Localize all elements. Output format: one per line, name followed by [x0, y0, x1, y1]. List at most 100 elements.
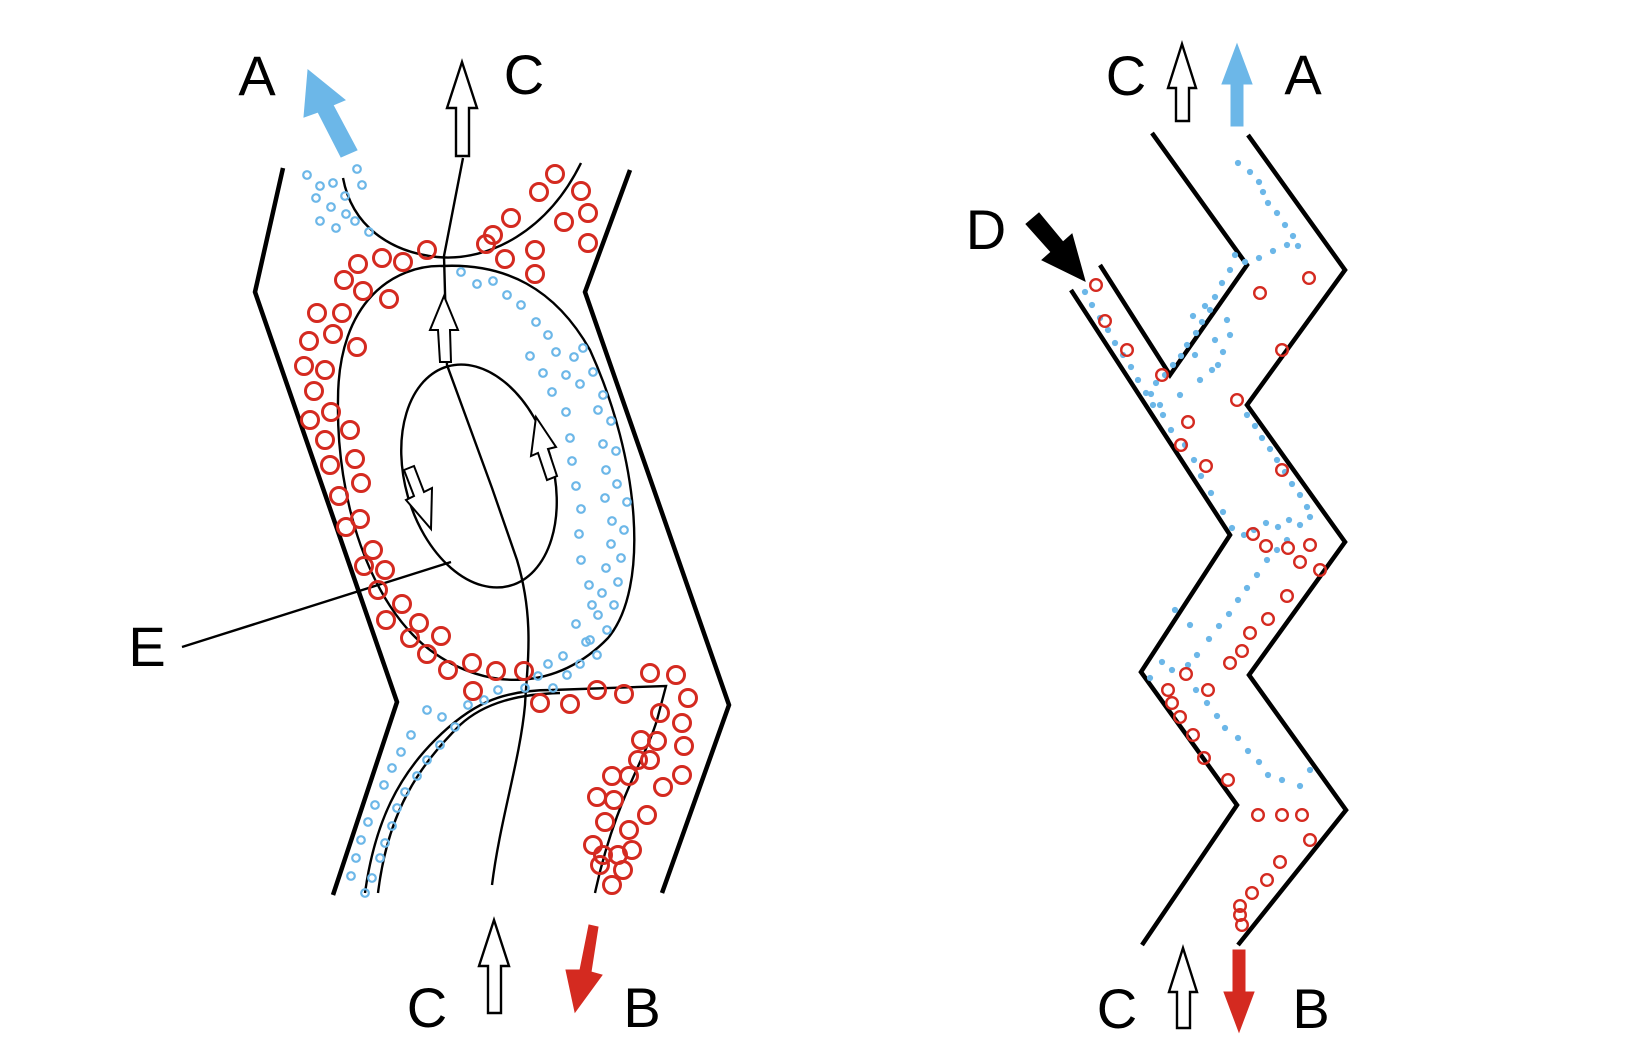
blue-particle: [1264, 771, 1272, 779]
blue-particle: [422, 755, 432, 765]
red-particle: [354, 556, 374, 576]
blue-particle: [340, 191, 350, 201]
blue-particle: [346, 871, 356, 881]
red-particle: [409, 613, 429, 633]
blue-particle: [602, 625, 612, 635]
blue-particle: [422, 705, 432, 715]
blue-particle: [450, 722, 460, 732]
left-blue-arrow-icon: [303, 69, 358, 158]
blue-particle: [1192, 329, 1200, 337]
red-particle: [376, 610, 396, 630]
red-particle: [393, 252, 413, 272]
blue-particle: [1201, 302, 1209, 310]
red-particle: [1312, 563, 1327, 578]
blue-particle: [609, 600, 619, 610]
red-particle: [1280, 541, 1295, 556]
blue-particle: [1221, 724, 1229, 732]
blue-particle: [543, 330, 553, 340]
blue-particle: [1251, 422, 1259, 430]
blue-particle: [1258, 434, 1266, 442]
left-e-pointer-line: [181, 560, 452, 649]
red-particle: [602, 766, 622, 786]
blue-particle: [520, 683, 530, 693]
red-particle: [578, 203, 598, 223]
blue-particle: [612, 479, 622, 489]
blue-particle: [1296, 782, 1304, 790]
red-particle: [1088, 278, 1103, 293]
blue-particle: [1294, 242, 1302, 250]
blue-particle: [1296, 521, 1304, 529]
right-label-c-top: C: [1106, 44, 1146, 107]
right-red-arrow-icon: [1223, 949, 1255, 1034]
blue-particle: [571, 619, 581, 629]
blue-particle: [1088, 301, 1096, 309]
blue-particle: [1159, 411, 1167, 419]
blue-particle: [588, 367, 598, 377]
blue-particle: [1243, 584, 1251, 592]
blue-particle: [364, 227, 374, 237]
blue-particle: [396, 747, 406, 757]
left-label-c-bottom: C: [407, 976, 447, 1039]
blue-particle: [341, 209, 351, 219]
blue-particle: [581, 637, 591, 647]
blue-particle: [576, 504, 586, 514]
blue-particle: [493, 685, 503, 695]
red-particle: [1292, 555, 1307, 570]
red-particle: [463, 681, 483, 701]
red-particle: [672, 765, 692, 785]
right-inlet-wall: [1098, 131, 1250, 380]
red-particle: [495, 249, 515, 269]
red-particle: [530, 693, 550, 713]
right-diagram: C A D C B: [966, 40, 1349, 1040]
blue-particle: [1243, 411, 1251, 419]
red-particle: [462, 653, 482, 673]
red-particle: [1232, 899, 1247, 914]
blue-particle: [1244, 747, 1252, 755]
blue-particle: [302, 170, 312, 180]
blue-particle: [1219, 348, 1227, 356]
blue-particle: [562, 670, 572, 680]
red-particle: [299, 331, 319, 351]
blue-particle: [1152, 379, 1160, 387]
red-particle: [300, 410, 320, 430]
blue-particle: [331, 223, 341, 233]
blue-particle: [1214, 361, 1222, 369]
left-flow-line-lower-inner: [376, 691, 561, 894]
red-particle: [590, 855, 610, 875]
red-particle: [1198, 459, 1213, 474]
red-particle: [336, 517, 356, 537]
blue-particle: [1190, 456, 1198, 464]
red-particle: [340, 420, 360, 440]
blue-particle: [551, 347, 561, 357]
blue-particle: [392, 803, 402, 813]
blue-particle: [367, 873, 377, 883]
left-red-particles: [294, 164, 698, 895]
blue-particle: [575, 379, 585, 389]
red-particle: [678, 688, 698, 708]
blue-particle: [412, 771, 422, 781]
red-particle: [501, 208, 521, 228]
blue-particle: [1219, 508, 1227, 516]
red-particle: [628, 750, 648, 770]
blue-particle: [575, 659, 585, 669]
blue-particle: [1191, 351, 1199, 359]
blue-particle: [1156, 401, 1164, 409]
blue-particle: [1226, 331, 1234, 339]
blue-particle: [1142, 389, 1150, 397]
red-particle: [1119, 343, 1134, 358]
red-particle: [602, 875, 622, 895]
blue-particle: [1264, 199, 1272, 207]
red-particle: [1274, 343, 1289, 358]
red-particle: [571, 181, 591, 201]
red-particle: [1232, 908, 1247, 923]
blue-particle: [1266, 445, 1274, 453]
red-particle: [650, 703, 670, 723]
blue-particle: [311, 193, 321, 203]
blue-particle: [1213, 712, 1221, 720]
left-channel-wall-right: [582, 169, 732, 894]
blue-particle: [593, 405, 603, 415]
blue-particle: [543, 659, 553, 669]
right-black-arrow-icon: [1025, 212, 1086, 282]
right-channel-wall-right: [1236, 133, 1349, 947]
